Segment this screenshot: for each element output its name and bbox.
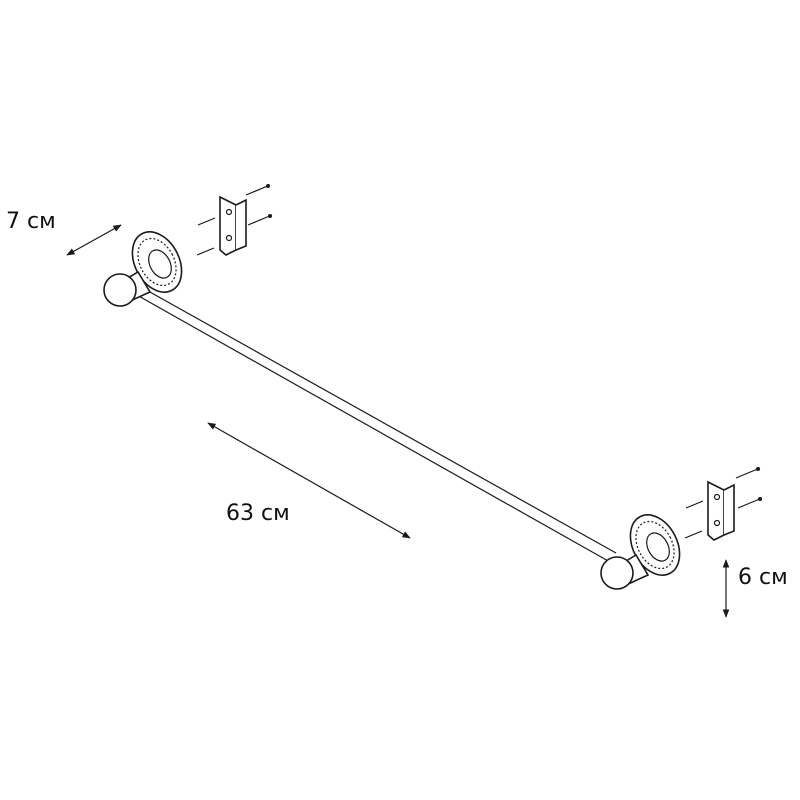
- length-dimension-arrow: [207, 422, 411, 539]
- length-dimension-label: 63 см: [226, 501, 290, 526]
- height-dimension-label: 6 см: [738, 565, 788, 590]
- right-wall-mount: [600, 514, 681, 590]
- left-end-knob: [103, 273, 137, 307]
- left-wall-mount: [103, 231, 183, 307]
- depth-dimension-label: 7 см: [6, 209, 56, 234]
- right-end-knob: [600, 556, 634, 590]
- left-screws: [196, 184, 273, 256]
- right-screws: [684, 467, 763, 539]
- right-mounting-bracket: [707, 480, 735, 541]
- towel-bar-rod: [127, 281, 617, 563]
- depth-dimension-arrow: [66, 224, 122, 256]
- left-mounting-bracket: [219, 195, 247, 256]
